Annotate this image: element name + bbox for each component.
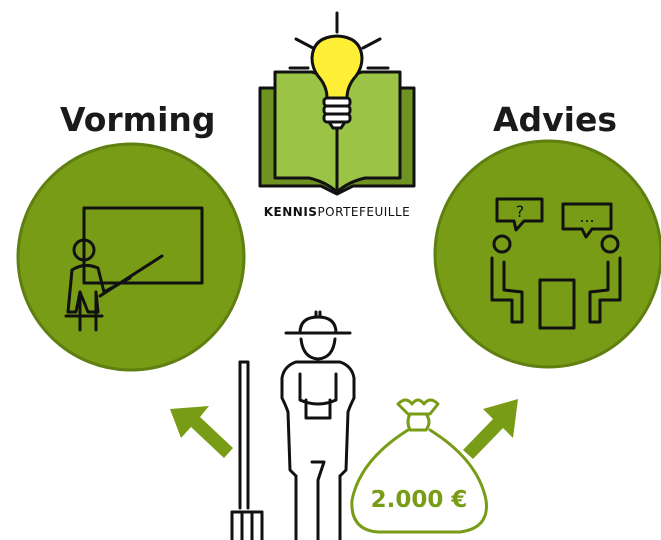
- teacher-whiteboard-icon: [64, 206, 204, 332]
- vorming-heading: Vorming: [60, 100, 216, 139]
- advies-circle: [433, 139, 661, 369]
- arrow-up-right-icon: [463, 399, 518, 459]
- money-bag-icon: [350, 398, 488, 534]
- meeting-table-icon: [490, 197, 622, 330]
- money-bag-amount: 2.000 €: [371, 487, 468, 513]
- lightbulb-icon: [310, 34, 364, 130]
- pitchfork-icon: [230, 360, 264, 540]
- bubble-ellipsis-text: ...: [579, 207, 594, 226]
- arrow-up-left-icon: [170, 406, 233, 458]
- farmer-icon: [280, 310, 356, 540]
- brand-regular-part: PORTEFEUILLE: [317, 205, 411, 219]
- vorming-circle: [16, 142, 246, 372]
- advies-heading: Advies: [493, 100, 618, 139]
- kennisportefeuille-label: KENNISPORTEFEUILLE: [254, 205, 420, 219]
- lightbulb-rays: [288, 11, 390, 70]
- bubble-question-text: ?: [516, 202, 525, 221]
- brand-bold-part: KENNIS: [263, 205, 318, 219]
